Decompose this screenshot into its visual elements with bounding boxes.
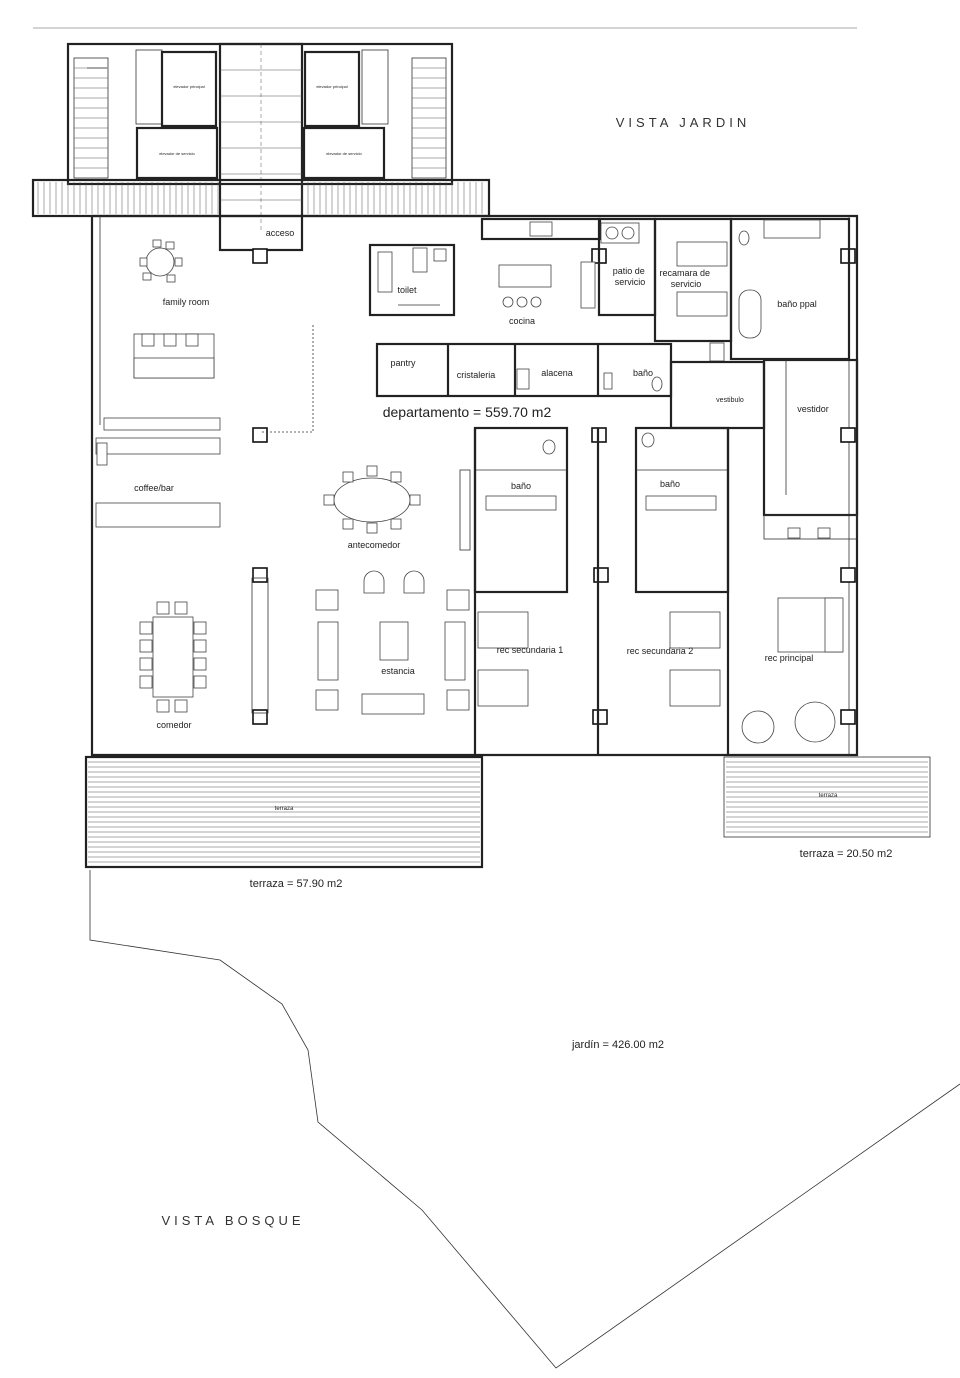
terraza-right-label: terraza bbox=[819, 793, 838, 799]
elevator-servicio-1-label: elevador de servicio bbox=[159, 151, 195, 156]
column bbox=[252, 427, 268, 443]
rec-principal-label: rec principal bbox=[765, 653, 814, 663]
terraza-left-label: terraza bbox=[275, 806, 294, 812]
jardin-area: jardín = 426.00 m2 bbox=[571, 1039, 664, 1051]
departamento-area: departamento = 559.70 m2 bbox=[383, 404, 552, 420]
cocina-label: cocina bbox=[509, 316, 535, 326]
recamara-servicio-line-1: recamara de bbox=[659, 268, 710, 278]
right-stair bbox=[411, 57, 447, 179]
patio-servicio-label: patio de servicio bbox=[613, 266, 648, 287]
vista-bosque-label: VISTA BOSQUE bbox=[161, 1213, 304, 1228]
kitchen bbox=[480, 217, 640, 309]
antecomedor-label: antecomedor bbox=[348, 540, 401, 550]
comedor-furniture bbox=[139, 601, 207, 713]
recamara-servicio-label: recamara de servicio bbox=[659, 268, 712, 289]
terraza-right-area: terraza = 20.50 m2 bbox=[800, 848, 893, 860]
elevator-principal-1 bbox=[160, 50, 218, 128]
bano-1-label: baño bbox=[511, 481, 531, 491]
terraza-right bbox=[723, 756, 931, 838]
toilet-room bbox=[368, 243, 456, 317]
patio-servicio-line-2: servicio bbox=[615, 277, 646, 287]
pantry-label: pantry bbox=[390, 358, 416, 368]
elevator-principal-2 bbox=[303, 50, 361, 128]
alacena-label: alacena bbox=[541, 368, 573, 378]
structural-columns bbox=[252, 248, 856, 725]
column bbox=[593, 567, 609, 583]
acceso-label: acceso bbox=[266, 228, 295, 238]
elevator-servicio-2 bbox=[302, 126, 386, 180]
bano-ppal-label: baño ppal bbox=[777, 299, 817, 309]
column bbox=[840, 567, 856, 583]
elevator-servicio-2-label: elevador de servicio bbox=[326, 151, 362, 156]
toilet-label: toilet bbox=[397, 285, 417, 295]
coffee-bar-label: coffee/bar bbox=[134, 483, 174, 493]
rec-secundaria-1-label: rec secundaria 1 bbox=[497, 645, 564, 655]
elevator-principal-1-label: elevador principal bbox=[173, 84, 204, 89]
vista-jardin-label: VISTA JARDIN bbox=[616, 115, 750, 130]
column bbox=[840, 427, 856, 443]
comedor-label: comedor bbox=[156, 720, 191, 730]
bano-servicio-label: baño bbox=[633, 368, 653, 378]
recamara-servicio-line-2: servicio bbox=[671, 279, 702, 289]
elevator-principal-2-label: elevador principal bbox=[316, 84, 347, 89]
building-core: elevador principal elevador principal el… bbox=[31, 42, 491, 252]
family-room-label: family room bbox=[163, 297, 210, 307]
cristaleria-label: cristaleria bbox=[457, 370, 496, 380]
master-bedroom bbox=[741, 597, 844, 744]
column bbox=[592, 709, 608, 725]
pantry-row bbox=[375, 342, 766, 430]
terraza-left-area: terraza = 57.90 m2 bbox=[250, 878, 343, 890]
column bbox=[252, 567, 268, 583]
secondary-bedrooms bbox=[473, 426, 730, 755]
rec-secundaria-2-label: rec secundaria 2 bbox=[627, 646, 694, 656]
elevator-servicio-1 bbox=[135, 126, 219, 180]
column bbox=[252, 709, 268, 725]
master-suite-core bbox=[729, 217, 859, 540]
vestidor-label: vestidor bbox=[797, 404, 829, 414]
garden-boundary bbox=[89, 870, 960, 1369]
bano-2-label: baño bbox=[660, 479, 680, 489]
vestibulo-label: vestibulo bbox=[716, 397, 744, 404]
column bbox=[840, 709, 856, 725]
vestibule-hatch bbox=[37, 182, 483, 214]
estancia-furniture bbox=[251, 469, 471, 715]
column bbox=[252, 248, 268, 264]
coffee-bar-furniture bbox=[95, 437, 221, 528]
patio-servicio-line-1: patio de bbox=[613, 266, 645, 276]
estancia-label: estancia bbox=[381, 666, 415, 676]
antecomedor-furniture bbox=[323, 465, 421, 534]
terraza-left bbox=[84, 755, 484, 869]
family-room-furniture bbox=[103, 239, 314, 433]
left-stair bbox=[73, 57, 109, 179]
